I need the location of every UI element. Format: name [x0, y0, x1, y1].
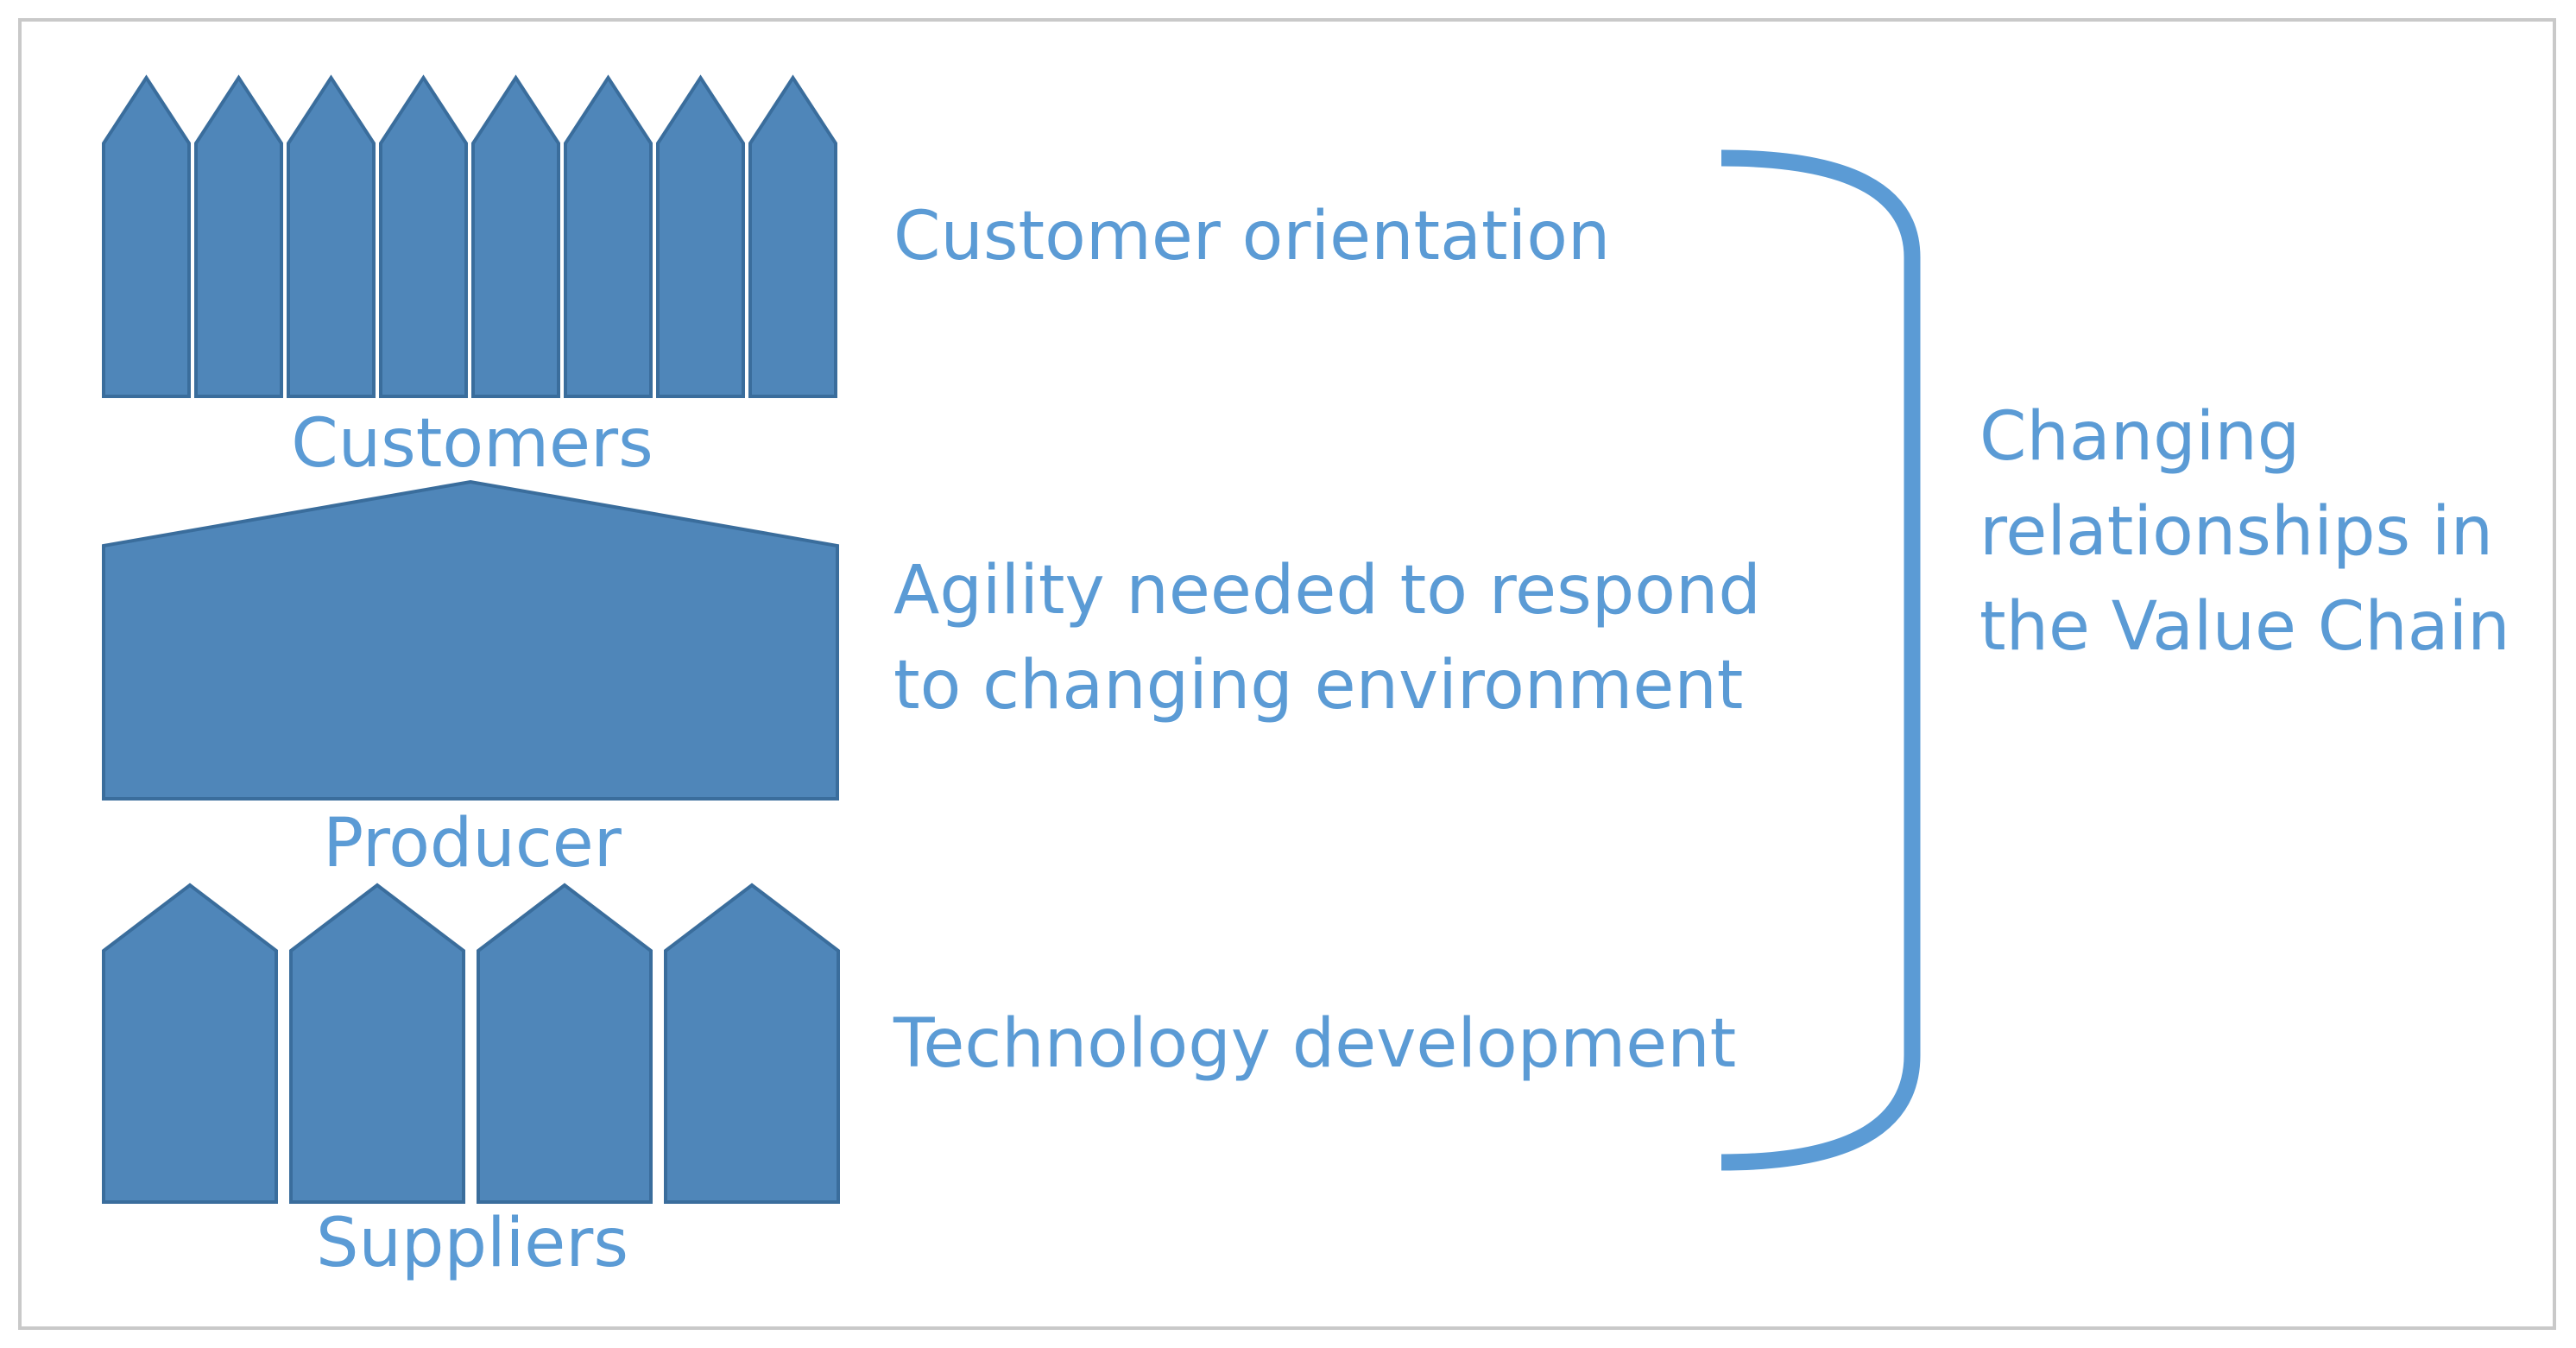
customer-arrow-shape-7 [656, 74, 745, 398]
producer-shape [102, 479, 839, 801]
customer-orientation-text: Customer orientation [893, 198, 1610, 275]
supplier-shape-4 [664, 883, 840, 1204]
summary-line2: relationships in [1979, 493, 2493, 571]
customer-arrow-shape-4 [379, 74, 468, 398]
right-bracket [1720, 149, 1921, 1171]
agility-text-line2: to changing environment [893, 647, 1743, 725]
supplier-shape-3 [477, 883, 653, 1204]
summary-line3: the Value Chain [1979, 588, 2510, 666]
customer-arrow-shape-8 [748, 74, 837, 398]
suppliers-label: Suppliers [316, 1205, 628, 1282]
customer-arrow-shape-5 [471, 74, 560, 398]
supplier-shape-2 [289, 883, 465, 1204]
summary-line1: Changing [1979, 398, 2300, 476]
producer-label: Producer [323, 805, 622, 883]
technology-development-text: Technology development [893, 1005, 1736, 1083]
customer-arrow-shape-3 [287, 74, 376, 398]
customer-arrow-shape-6 [564, 74, 653, 398]
customer-shapes [102, 74, 837, 398]
customers-label: Customers [291, 405, 653, 483]
customer-arrow-shape-2 [194, 74, 283, 398]
supplier-shape-1 [102, 883, 278, 1204]
agility-text-line1: Agility needed to respond [893, 552, 1761, 630]
customer-arrow-shape-1 [102, 74, 191, 398]
supplier-shapes [102, 883, 840, 1204]
diagram-frame [18, 18, 2556, 1330]
